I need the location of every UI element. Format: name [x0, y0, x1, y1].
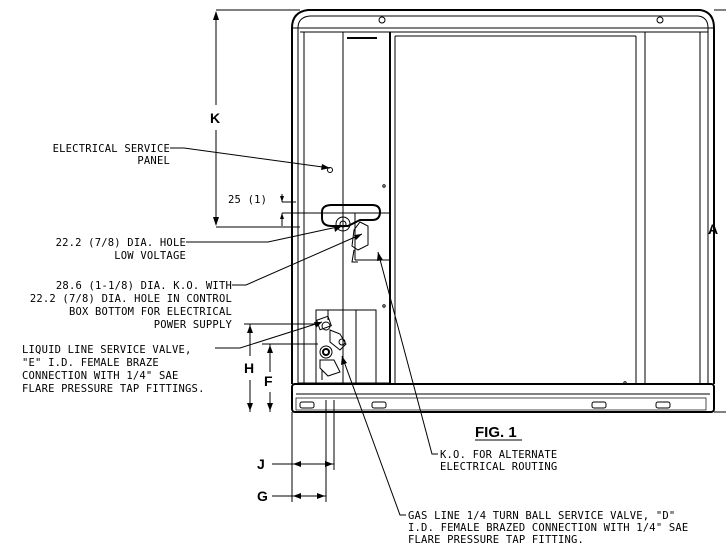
gas-line-valve-drawing: [319, 345, 341, 380]
svg-text:GAS LINE 1/4 TURN BALL SERVICE: GAS LINE 1/4 TURN BALL SERVICE VALVE, "D…: [408, 510, 675, 522]
svg-text:FLARE PRESSURE TAP FITTING.: FLARE PRESSURE TAP FITTING.: [408, 534, 584, 546]
dimension-h-label: H: [244, 360, 254, 376]
figure-label: FIG. 1: [475, 424, 522, 441]
dimension-g: G: [257, 400, 327, 504]
dimension-25-label: 25 (1): [228, 194, 267, 206]
callout-gas-line-valve: GAS LINE 1/4 TURN BALL SERVICE VALVE, "D…: [341, 355, 688, 546]
liquid-line-valve-drawing: [316, 315, 347, 351]
callout-electrical-service-panel: ELECTRICAL SERVICE PANEL: [53, 143, 331, 170]
svg-text:LIQUID LINE SERVICE VALVE,: LIQUID LINE SERVICE VALVE,: [22, 344, 192, 356]
dimension-h: H: [244, 323, 316, 412]
dimension-a: A: [708, 9, 726, 413]
dimension-j-label: J: [257, 456, 265, 472]
svg-text:LOW VOLTAGE: LOW VOLTAGE: [114, 250, 186, 262]
svg-text:I.D. FEMALE BRAZED CONNECTION: I.D. FEMALE BRAZED CONNECTION WITH 1/4" …: [408, 522, 688, 534]
dimension-f-label: F: [264, 373, 273, 389]
svg-text:FLARE PRESSURE TAP FITTINGS.: FLARE PRESSURE TAP FITTINGS.: [22, 383, 205, 395]
svg-text:ELECTRICAL SERVICE: ELECTRICAL SERVICE: [53, 143, 170, 155]
svg-text:22.2 (7/8) DIA. HOLE: 22.2 (7/8) DIA. HOLE: [56, 237, 186, 249]
svg-text:K.O. FOR ALTERNATE: K.O. FOR ALTERNATE: [440, 449, 557, 461]
callout-low-voltage-hole: 22.2 (7/8) DIA. HOLE LOW VOLTAGE: [56, 225, 343, 262]
svg-text:22.2 (7/8) DIA. HOLE IN CONTRO: 22.2 (7/8) DIA. HOLE IN CONTROL: [30, 293, 232, 305]
svg-text:PANEL: PANEL: [137, 155, 170, 167]
dimension-j: J: [257, 400, 335, 502]
callout-power-supply-ko: 28.6 (1-1/8) DIA. K.O. WITH 22.2 (7/8) D…: [30, 233, 363, 331]
svg-text:"E" I.D. FEMALE BRAZE: "E" I.D. FEMALE BRAZE: [22, 357, 159, 369]
dimension-g-label: G: [257, 488, 268, 504]
svg-text:BOX BOTTOM FOR ELECTRICAL: BOX BOTTOM FOR ELECTRICAL: [69, 306, 232, 318]
dimension-25: 25 (1): [228, 194, 298, 226]
svg-text:ELECTRICAL ROUTING: ELECTRICAL ROUTING: [440, 461, 557, 473]
unit-outline: [291, 9, 715, 413]
dimension-f: F: [262, 343, 318, 412]
dimension-k-label: K: [210, 110, 220, 126]
dimension-k: K: [210, 9, 300, 228]
svg-text:POWER SUPPLY: POWER SUPPLY: [154, 319, 233, 331]
figure-label-text: FIG. 1: [475, 424, 517, 441]
svg-text:CONNECTION WITH 1/4" SAE: CONNECTION WITH 1/4" SAE: [22, 370, 179, 382]
dimension-a-label: A: [708, 221, 718, 237]
callout-liquid-line-valve: LIQUID LINE SERVICE VALVE, "E" I.D. FEMA…: [22, 321, 323, 395]
svg-text:28.6 (1-1/8) DIA. K.O. WITH: 28.6 (1-1/8) DIA. K.O. WITH: [56, 280, 232, 292]
callout-alternate-routing-ko: K.O. FOR ALTERNATE ELECTRICAL ROUTING: [377, 251, 557, 473]
